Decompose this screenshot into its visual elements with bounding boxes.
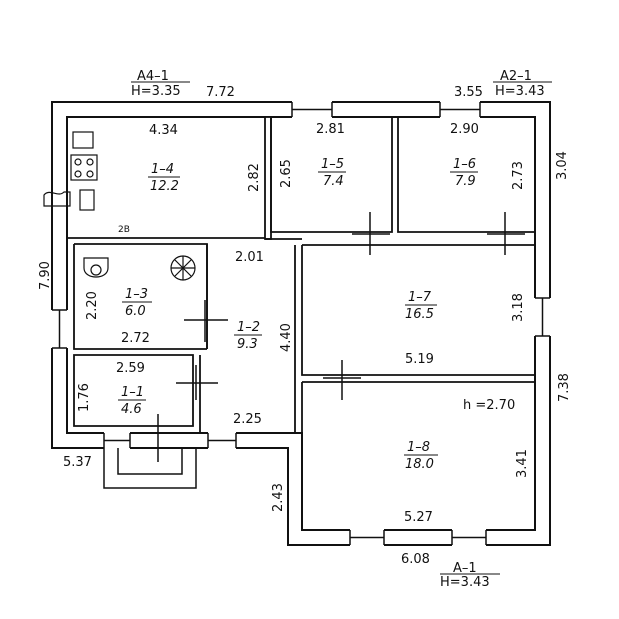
room-1-5-height: 2.65	[279, 159, 294, 188]
room-1-1: 2.59 1–1 4.6 1.76	[77, 361, 146, 417]
dim-top-right: 3.55	[454, 85, 483, 100]
room-1-3-id: 1–3	[125, 287, 148, 302]
dim-top-left: 7.72	[206, 85, 235, 100]
stamp-mark: 2B	[118, 225, 130, 235]
room-1-4-id: 1–4	[151, 162, 174, 177]
tag-a4-code: A4–1	[137, 69, 169, 84]
room-1-4-area: 12.2	[150, 179, 179, 194]
room-1-8: h =2.70 1–8 18.0 3.41 5.27	[404, 398, 530, 525]
room-1-6-id: 1–6	[453, 157, 476, 172]
room-1-2-id: 1–2	[237, 320, 260, 335]
dim-left-height: 7.90	[38, 261, 53, 290]
room-1-7-height: 3.18	[511, 293, 526, 322]
room-1-2-width-bottom: 2.25	[233, 412, 262, 427]
boiler-icon	[43, 191, 71, 207]
dim-right-upper: 3.04	[555, 151, 570, 180]
room-1-1-id: 1–1	[121, 385, 144, 400]
door-marks	[157, 212, 525, 462]
dim-bottom: 6.08	[401, 552, 430, 567]
room-1-8-id: 1–8	[407, 440, 430, 455]
outer-walls	[51, 101, 551, 546]
room-1-2-height: 4.40	[279, 323, 294, 352]
room-1-7-area: 16.5	[405, 307, 434, 322]
room-1-5: 2.81 2.65 1–5 7.4	[279, 122, 346, 189]
sink-icon	[72, 131, 94, 149]
toilet-icon	[83, 257, 109, 278]
room-1-3-width: 2.72	[121, 331, 150, 346]
room-1-4-width: 4.34	[149, 123, 178, 138]
room-1-8-height: 3.41	[515, 449, 530, 478]
dim-porch-width: 5.37	[63, 455, 92, 470]
tag-a2-h: H=3.43	[495, 84, 545, 99]
windows	[51, 101, 551, 546]
outer-dimensions: 7.72 3.55 7.90 3.04 7.38 6.08 5.37 2.43	[38, 85, 572, 567]
room-1-6-height: 2.73	[511, 161, 526, 190]
porch	[103, 448, 197, 489]
room-1-6: 2.90 2.73 1–6 7.9	[450, 122, 526, 190]
room-1-4: 4.34 1–4 12.2 2.82 2B	[118, 123, 262, 235]
room-1-6-width: 2.90	[450, 122, 479, 137]
fixtures	[43, 131, 196, 281]
room-1-6-area: 7.9	[455, 174, 476, 189]
room-1-7-width: 5.19	[405, 352, 434, 367]
tag-a1-code: A–1	[453, 561, 477, 576]
tag-a4-h: H=3.35	[131, 84, 181, 99]
room-1-2-area: 9.3	[237, 337, 258, 352]
room-1-7-id: 1–7	[408, 290, 432, 305]
room-1-3-area: 6.0	[125, 304, 146, 319]
room-1-2-width-top: 2.01	[235, 250, 264, 265]
room-1-3: 1–3 6.0 2.20 2.72	[85, 287, 152, 346]
room-1-2: 2.01 1–2 9.3 4.40 2.25	[233, 250, 294, 427]
room-1-1-width: 2.59	[116, 361, 145, 376]
room-1-5-id: 1–5	[321, 157, 344, 172]
room-1-5-area: 7.4	[323, 174, 344, 189]
room-1-1-area: 4.6	[121, 402, 142, 417]
tag-a2-code: A2–1	[500, 69, 532, 84]
dim-right-lower: 7.38	[557, 373, 572, 402]
dim-step-height: 2.43	[271, 483, 286, 512]
room-1-7: 1–7 16.5 3.18 5.19	[405, 290, 526, 367]
room-1-3-height: 2.20	[85, 291, 100, 320]
room-1-4-height: 2.82	[247, 163, 262, 192]
room-1-8-ceiling-height: h =2.70	[463, 398, 515, 413]
interior-walls	[67, 116, 535, 433]
room-1-1-height: 1.76	[77, 383, 92, 412]
room-1-8-area: 18.0	[405, 457, 434, 472]
room-1-5-width: 2.81	[316, 122, 345, 137]
room-1-8-width: 5.27	[404, 510, 433, 525]
stove-icon	[70, 154, 98, 181]
tag-a1-h: H=3.43	[440, 575, 490, 590]
tags: A4–1 H=3.35 A2–1 H=3.43 A–1 H=3.43	[131, 69, 552, 590]
